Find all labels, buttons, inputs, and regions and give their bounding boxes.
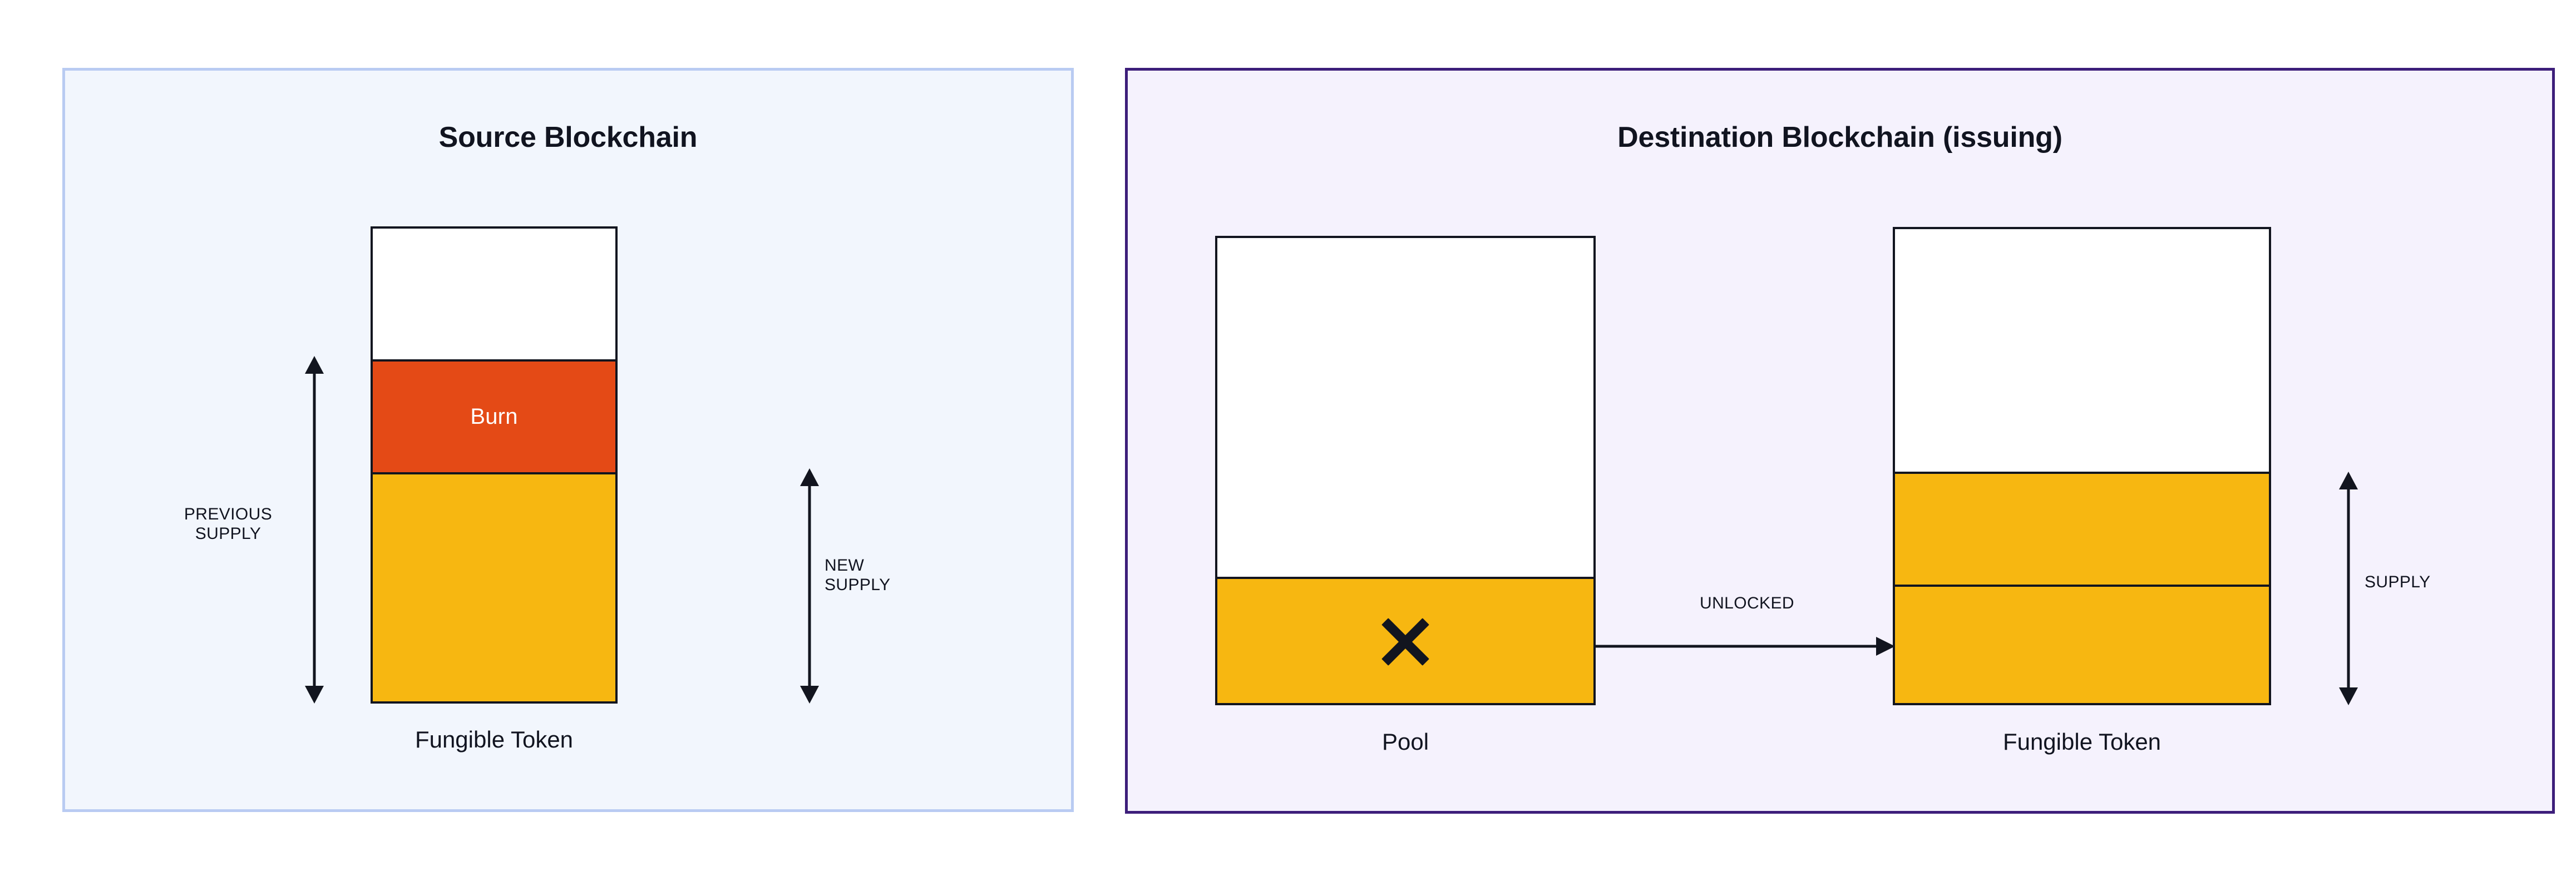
new-supply-dimension-arrow	[800, 468, 819, 704]
source-fungible-token-caption: Fungible Token	[414, 726, 574, 753]
destination-pool-box	[1215, 236, 1596, 705]
arrow-head-down-icon	[305, 686, 324, 704]
dest-token-existing-supply-segment	[1895, 471, 2269, 585]
supply-dimension-arrow	[2339, 472, 2358, 705]
unlocked-flow-arrow	[1596, 637, 1895, 656]
arrow-head-right-icon	[1876, 637, 1895, 656]
new-supply-label: NEW SUPPLY	[825, 556, 891, 594]
source-panel-title: Source Blockchain	[438, 121, 698, 154]
destination-panel-title: Destination Blockchain (issuing)	[1617, 121, 2062, 154]
arrow-shaft	[2347, 485, 2350, 692]
supply-label: SUPPLY	[2365, 573, 2431, 591]
pool-caption: Pool	[1381, 729, 1429, 755]
dest-token-headroom-segment	[1895, 229, 2269, 472]
destination-fungible-token-caption: Fungible Token	[2002, 729, 2162, 755]
pool-headroom-segment	[1217, 238, 1593, 577]
source-token-burn-segment: Burn	[373, 359, 615, 472]
arrow-shaft	[1596, 645, 1876, 648]
x-mark-icon	[1375, 612, 1435, 672]
arrow-head-down-icon	[800, 686, 819, 704]
source-token-headroom-segment	[373, 229, 615, 359]
previous-supply-dimension-arrow	[305, 356, 324, 704]
destination-fungible-token-box	[1893, 227, 2271, 705]
unlocked-label: UNLOCKED	[1700, 594, 1794, 612]
previous-supply-label: PREVIOUS SUPPLY	[184, 505, 273, 543]
arrow-shaft	[313, 369, 316, 690]
source-fungible-token-box: Burn	[371, 226, 618, 704]
source-token-remaining-supply-segment	[373, 472, 615, 701]
dest-token-unlocked-supply-segment	[1895, 584, 2269, 703]
arrow-head-down-icon	[2339, 687, 2358, 705]
burn-label: Burn	[470, 404, 518, 429]
arrow-shaft	[808, 482, 811, 690]
